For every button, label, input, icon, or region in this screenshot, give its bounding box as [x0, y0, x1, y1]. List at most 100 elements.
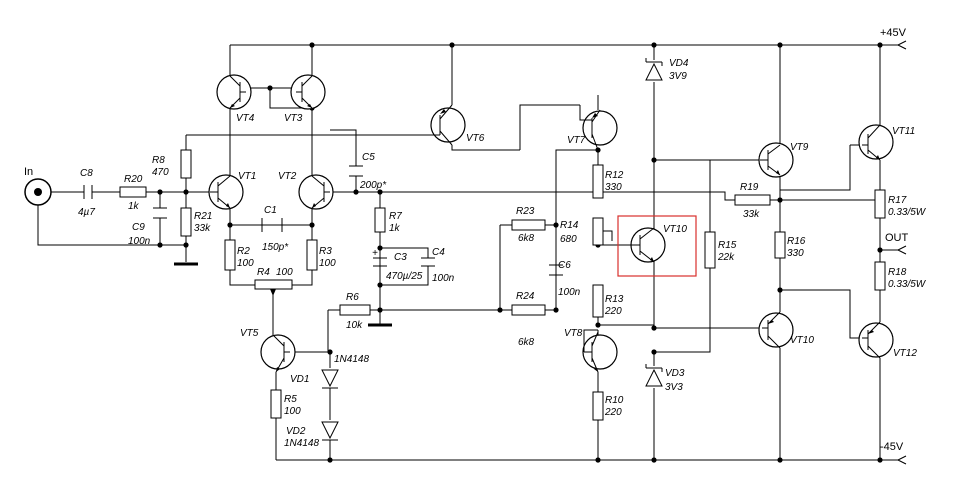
c5-value: 200p*: [359, 180, 387, 191]
r15-name: R15: [718, 240, 737, 251]
vt10b-label: VT10: [790, 335, 814, 346]
r15-value: 22k: [717, 252, 735, 263]
c4-name: C4: [432, 247, 445, 258]
c3-value: 470µ/25: [386, 271, 423, 282]
r6-value: 10k: [346, 320, 363, 331]
c1-name: C1: [264, 205, 277, 216]
r3-name: R3: [319, 246, 332, 257]
vt2-label: VT2: [278, 171, 297, 182]
vt3-label: VT3: [284, 113, 303, 124]
r18-value: 0.33/5W: [888, 279, 927, 290]
r14-value: 680: [560, 234, 577, 245]
vt10-transistor: [630, 227, 666, 263]
rail-terminals: [897, 40, 907, 465]
r17-name: R17: [888, 195, 907, 206]
r6-name: R6: [346, 292, 359, 303]
input-label: In: [24, 166, 33, 178]
vt1-label: VT1: [238, 171, 256, 182]
vd3-value: 3V3: [665, 382, 683, 393]
vd2-name: VD2: [286, 426, 306, 437]
wires: [37, 44, 898, 461]
vt8-label: VT8: [564, 328, 583, 339]
r21-name: R21: [194, 211, 212, 222]
vt10b-transistor: [758, 311, 794, 349]
r8-body: [180, 149, 192, 179]
vt2-transistor: [298, 174, 334, 210]
r8-name: R8: [152, 155, 165, 166]
vt1-transistor: [208, 174, 244, 210]
r13-body: [592, 284, 604, 318]
r23-name: R23: [516, 206, 535, 217]
r24-name: R24: [516, 291, 535, 302]
r23-body: [511, 219, 546, 231]
vd4-name: VD4: [669, 58, 689, 69]
r2-name: R2: [237, 246, 250, 257]
r4-value: 100: [276, 267, 293, 278]
r21-body: [180, 207, 192, 237]
r10-value: 220: [604, 407, 622, 418]
r10-body: [592, 391, 604, 421]
c3-name: C3: [394, 252, 407, 263]
r19-name: R19: [740, 182, 759, 193]
input-jack[interactable]: [24, 178, 52, 206]
r5-body: [270, 389, 282, 419]
c1-value: 150p*: [262, 242, 289, 253]
vt11-label: VT11: [892, 126, 915, 137]
vt5-label: VT5: [240, 328, 259, 339]
r17-value: 0.33/5W: [888, 207, 927, 218]
c3-plus: +: [372, 248, 378, 259]
vt11-transistor: [858, 124, 894, 161]
diode-symbols: [321, 58, 663, 441]
r7-value: 1k: [389, 223, 401, 234]
vt3-transistor: [290, 74, 326, 110]
r14-body: [592, 217, 604, 246]
r12-body: [592, 164, 604, 199]
c6-value: 100n: [558, 287, 581, 298]
r4-body: [254, 279, 293, 290]
vt4-label: VT4: [236, 113, 255, 124]
r16-body: [774, 231, 786, 259]
vt10-highlight-box: [617, 215, 697, 277]
r24-value: 6k8: [518, 337, 535, 348]
vt5-transistor: [260, 334, 296, 373]
vt4-transistor: [216, 74, 252, 110]
vd1-name: VD1: [290, 374, 309, 385]
r12-name: R12: [605, 170, 624, 181]
r16-name: R16: [787, 236, 806, 247]
neg-rail-label: -45V: [880, 441, 904, 453]
r7-body: [374, 207, 386, 233]
r12-value: 330: [605, 182, 622, 193]
r20-name: R20: [124, 174, 143, 185]
vt7-label: VT7: [567, 135, 586, 146]
r5-value: 100: [284, 406, 301, 417]
out-label: OUT: [885, 232, 909, 244]
r2-value: 100: [237, 258, 254, 269]
r5-name: R5: [284, 394, 297, 405]
vt8-transistor: [582, 329, 618, 373]
r6-body: [339, 304, 371, 316]
r13-value: 220: [604, 306, 622, 317]
r10-name: R10: [605, 395, 624, 406]
r17-body: [874, 189, 886, 219]
c6-name: C6: [558, 260, 571, 271]
c9-name: C9: [132, 222, 145, 233]
r18-body: [874, 261, 886, 291]
vt9-transistor: [758, 142, 794, 178]
r20-value: 1k: [128, 201, 140, 212]
ground-symbols: [174, 262, 392, 327]
r20-body: [119, 186, 147, 198]
r14-name: R14: [560, 220, 579, 231]
r13-name: R13: [605, 294, 624, 305]
r19-body: [734, 194, 771, 206]
r18-name: R18: [888, 267, 907, 278]
vt12-label: VT12: [893, 348, 917, 359]
r3-value: 100: [319, 258, 336, 269]
c9-value: 100n: [128, 236, 151, 247]
r3-body: [306, 239, 318, 271]
r7-name: R7: [389, 211, 402, 222]
r2-body: [224, 239, 236, 271]
vt6-label: VT6: [466, 133, 485, 144]
vt7-transistor: [579, 105, 618, 151]
vt6-transistor: [428, 104, 466, 146]
